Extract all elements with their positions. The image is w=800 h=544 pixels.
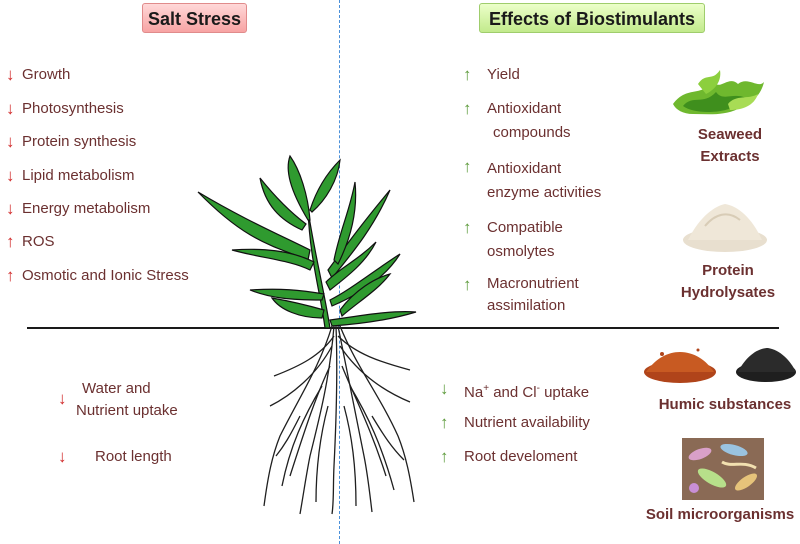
salt-effect-water-uptake-line2: Nutrient uptake bbox=[76, 402, 178, 419]
salt-stress-title: Salt Stress bbox=[142, 3, 247, 33]
salt-effect-energy-metabolism: Energy metabolism bbox=[22, 200, 151, 217]
down-arrow-icon: ↓ bbox=[6, 99, 15, 118]
down-arrow-icon: ↓ bbox=[440, 379, 449, 398]
protein-hydrolysates-label: Protein Hydrolysates bbox=[680, 262, 776, 301]
soil-microorganisms-label: Soil microorganisms bbox=[645, 506, 795, 523]
salt-effect-growth: Growth bbox=[22, 66, 71, 83]
salt-effect-root-length: Root length bbox=[95, 448, 172, 465]
up-arrow-icon: ↑ bbox=[440, 413, 449, 432]
bio-effect-nutrient-availability: Nutrient availability bbox=[464, 414, 590, 431]
up-arrow-icon: ↑ bbox=[6, 232, 15, 251]
plant-shoot-illustration bbox=[197, 154, 417, 329]
bio-effect-antioxidant-enzymes-line2: enzyme activities bbox=[487, 184, 602, 201]
up-arrow-icon: ↑ bbox=[463, 99, 472, 118]
down-arrow-icon: ↓ bbox=[58, 389, 67, 408]
up-arrow-icon: ↑ bbox=[440, 447, 449, 466]
bio-effect-macronutrient-line1: Macronutrient bbox=[487, 275, 579, 292]
bio-effect-osmolytes-line1: Compatible bbox=[487, 219, 563, 236]
humic-substances-label: Humic substances bbox=[658, 396, 792, 413]
down-arrow-icon: ↓ bbox=[6, 132, 15, 151]
protein-powder-image bbox=[683, 204, 767, 252]
ground-line bbox=[27, 327, 779, 329]
plant-roots-illustration bbox=[263, 326, 415, 515]
bio-effect-antioxidant-compounds-line1: Antioxidant bbox=[487, 100, 562, 117]
down-arrow-icon: ↓ bbox=[58, 447, 67, 466]
up-arrow-icon: ↑ bbox=[463, 157, 472, 176]
down-arrow-icon: ↓ bbox=[6, 65, 15, 84]
bio-effect-yield: Yield bbox=[487, 66, 520, 83]
seaweed-image bbox=[673, 70, 764, 115]
biostimulants-title: Effects of Biostimulants bbox=[479, 3, 705, 33]
up-arrow-icon: ↑ bbox=[463, 65, 472, 84]
salt-effect-photosynthesis: Photosynthesis bbox=[22, 100, 124, 117]
up-arrow-icon: ↑ bbox=[463, 218, 472, 237]
salt-effect-ros: ROS bbox=[22, 233, 55, 250]
bio-effect-root-development: Root develoment bbox=[464, 448, 578, 465]
salt-effect-water-uptake-line1: Water and bbox=[82, 380, 151, 397]
bio-effect-antioxidant-compounds-line2: compounds bbox=[493, 124, 571, 141]
seaweed-extracts-label: Seaweed Extracts bbox=[697, 126, 763, 165]
salt-effect-lipid-metabolism: Lipid metabolism bbox=[22, 167, 135, 184]
bio-effect-antioxidant-enzymes-line1: Antioxidant bbox=[487, 160, 562, 177]
down-arrow-icon: ↓ bbox=[6, 166, 15, 185]
salt-effect-protein-synthesis: Protein synthesis bbox=[22, 133, 137, 150]
humic-substances-image bbox=[644, 348, 796, 383]
bio-effect-osmolytes-line2: osmolytes bbox=[487, 243, 555, 260]
bio-effect-macronutrient-line2: assimilation bbox=[487, 297, 566, 314]
up-arrow-icon: ↑ bbox=[463, 275, 472, 294]
soil-microorganisms-image bbox=[682, 438, 764, 500]
down-arrow-icon: ↓ bbox=[6, 199, 15, 218]
salt-effect-osmotic-ionic-stress: Osmotic and Ionic Stress bbox=[22, 267, 189, 284]
up-arrow-icon: ↑ bbox=[6, 266, 15, 285]
bio-effect-na-cl-uptake: Na+ and Cl- uptake bbox=[464, 383, 590, 401]
